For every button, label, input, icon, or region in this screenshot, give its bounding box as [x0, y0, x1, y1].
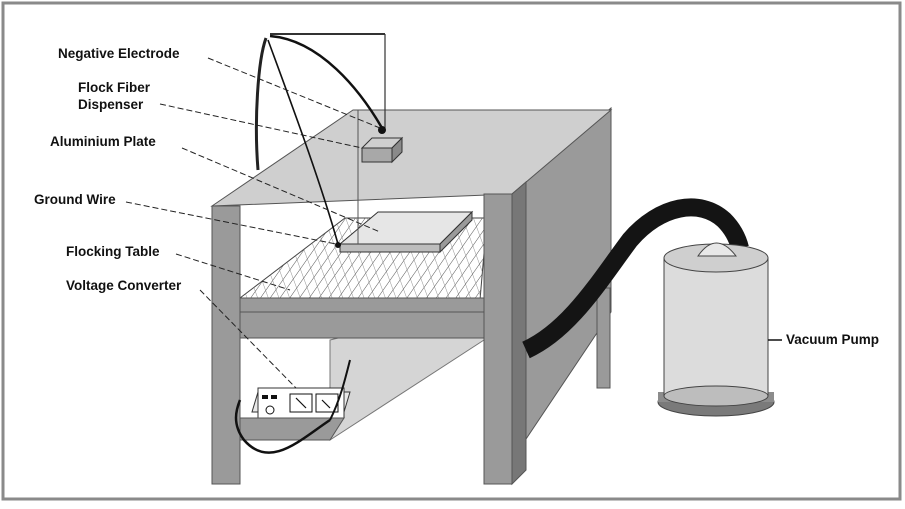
label-negative-electrode: Negative Electrode: [58, 46, 180, 61]
label-ground-wire: Ground Wire: [34, 192, 116, 207]
flock-fiber-dispenser: [361, 147, 393, 163]
converter-cable: [234, 399, 331, 454]
front-right-leg: [483, 193, 513, 485]
support-wire: [254, 37, 268, 171]
top-panel: [210, 109, 613, 207]
knob-icon: [265, 405, 275, 415]
table-crossbar: [235, 311, 485, 339]
label-aluminium-plate: Aluminium Plate: [50, 134, 156, 149]
converter-cable-up: [329, 359, 351, 421]
vacuum-hose: [521, 198, 749, 359]
table-front-rim: [211, 297, 485, 313]
label-voltage-converter: Voltage Converter: [66, 278, 182, 293]
ground-wire-line: [267, 39, 339, 245]
vacuum-pump-body: [663, 257, 769, 397]
label-flock-fiber: Flock Fiber: [78, 80, 151, 95]
vacuum-pump-dome: [697, 242, 738, 257]
label-vacuum-pump: Vacuum Pump: [786, 332, 880, 347]
indicator-light-1: [262, 395, 268, 399]
front-right-leg-side: [511, 180, 527, 486]
indicator-light-2: [271, 395, 277, 399]
label-dispenser: Dispenser: [78, 97, 144, 112]
leader-lines: [125, 57, 381, 389]
ground-clip: [335, 242, 341, 248]
aluminium-plate-edge: [339, 243, 441, 253]
back-right-leg: [596, 287, 611, 389]
high-voltage-wire: [269, 34, 384, 129]
label-flocking-table: Flocking Table: [66, 244, 160, 259]
front-left-leg: [211, 205, 241, 485]
aluminium-plate-side: [439, 210, 473, 254]
